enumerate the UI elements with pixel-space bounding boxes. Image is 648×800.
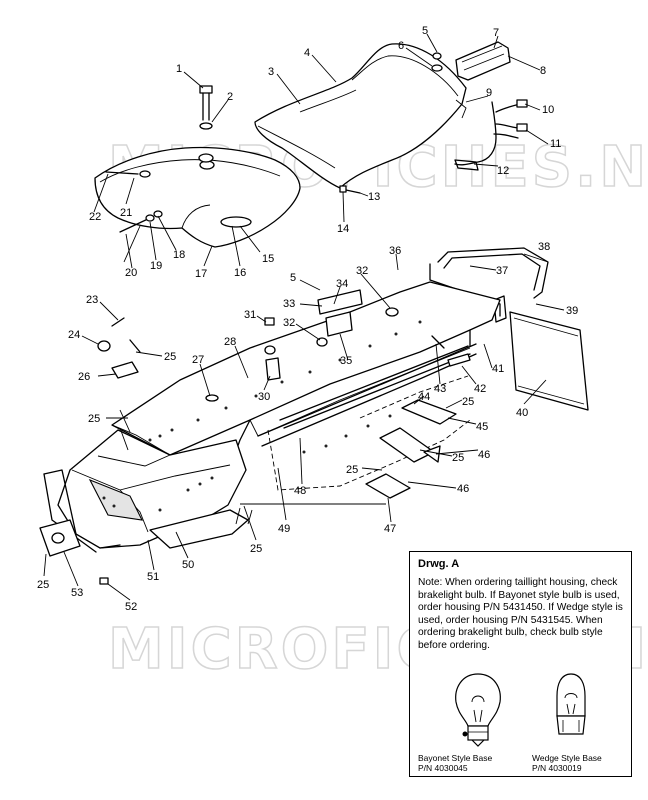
- rear-brackets: [365, 399, 457, 499]
- callout-13: 13: [368, 191, 380, 203]
- callout-25-c: 25: [462, 396, 474, 408]
- callout-25-e: 25: [346, 464, 358, 476]
- callout-5: 5: [422, 25, 428, 37]
- callout-25-a: 25: [164, 351, 176, 363]
- leader-lines: [43, 33, 565, 601]
- callout-3: 3: [268, 66, 274, 78]
- callout-17: 17: [195, 268, 207, 280]
- gas-cap-assembly: [198, 85, 214, 163]
- taillight-housing: [431, 41, 511, 81]
- left-small-parts: [97, 317, 141, 379]
- callout-22: 22: [89, 211, 101, 223]
- wedge-bulb-icon: [556, 673, 586, 735]
- callout-25-f: 25: [250, 543, 262, 555]
- callout-25-d: 25: [452, 452, 464, 464]
- callout-5-b: 5: [290, 272, 296, 284]
- callout-26: 26: [78, 371, 90, 383]
- callout-6: 6: [398, 40, 404, 52]
- callout-15: 15: [262, 253, 274, 265]
- bayonet-bulb-icon: [455, 673, 501, 747]
- callout-51: 51: [147, 571, 159, 583]
- wedge-caption: Wedge Style Base P/N 4030019: [532, 753, 602, 773]
- seat: [254, 43, 467, 189]
- tank-hardware: [105, 170, 163, 233]
- callout-45: 45: [476, 421, 488, 433]
- drawing-a-title: Drwg. A: [418, 558, 460, 570]
- callout-24: 24: [68, 329, 80, 341]
- callout-42: 42: [474, 383, 486, 395]
- front-hitch: [39, 519, 109, 585]
- callout-11: 11: [550, 138, 561, 150]
- mount-brackets: [205, 289, 399, 402]
- callout-33: 33: [283, 298, 295, 310]
- callout-31: 31: [244, 309, 256, 321]
- callout-23: 23: [86, 294, 98, 306]
- callout-1: 1: [176, 63, 182, 75]
- callout-39: 39: [566, 305, 578, 317]
- callout-10: 10: [542, 104, 554, 116]
- callout-30: 30: [258, 391, 270, 403]
- callout-14: 14: [337, 223, 349, 235]
- callout-43: 43: [434, 383, 446, 395]
- callout-41: 41: [492, 363, 504, 375]
- callout-48: 48: [294, 485, 306, 497]
- wedge-label: Wedge Style Base: [532, 753, 602, 763]
- bayonet-pn: P/N 4030045: [418, 763, 468, 773]
- callout-50: 50: [182, 559, 194, 571]
- wire-harness: [454, 99, 528, 171]
- drawing-a-note: Note: When ordering taillight housing, c…: [418, 577, 623, 651]
- callout-16: 16: [234, 267, 246, 279]
- callout-7: 7: [493, 27, 499, 39]
- wedge-pn: P/N 4030019: [532, 763, 582, 773]
- callout-9: 9: [486, 87, 492, 99]
- callout-32-b: 32: [356, 265, 368, 277]
- snow-flap: [509, 311, 589, 411]
- callout-53: 53: [71, 587, 83, 599]
- callout-32-a: 32: [283, 317, 295, 329]
- callout-8: 8: [540, 65, 546, 77]
- callout-12: 12: [497, 165, 509, 177]
- callout-47: 47: [384, 523, 396, 535]
- callout-35: 35: [340, 355, 352, 367]
- callout-37: 37: [496, 265, 508, 277]
- callout-numbers: 1 2 3 4 5 6 7 8 9 10 11 12 13 14 15 16 1…: [37, 25, 578, 613]
- callout-25-b: 25: [88, 413, 100, 425]
- callout-20: 20: [125, 267, 137, 279]
- callout-4: 4: [304, 47, 310, 59]
- callout-46-a: 46: [478, 449, 490, 461]
- callout-44: 44: [418, 391, 430, 403]
- callout-2: 2: [227, 91, 233, 103]
- callout-36: 36: [389, 245, 401, 257]
- callout-38: 38: [538, 241, 550, 253]
- callout-27: 27: [192, 354, 204, 366]
- callout-18: 18: [173, 249, 185, 261]
- callout-25-g: 25: [37, 579, 49, 591]
- callout-49: 49: [278, 523, 290, 535]
- chassis-tunnel: [43, 281, 501, 553]
- callout-40: 40: [516, 407, 528, 419]
- callout-28: 28: [224, 336, 236, 348]
- callout-19: 19: [150, 260, 162, 272]
- rivet-holes: [102, 320, 422, 512]
- callout-52: 52: [125, 601, 137, 613]
- callout-21: 21: [120, 207, 132, 219]
- callout-34: 34: [336, 278, 348, 290]
- callout-46-b: 46: [457, 483, 469, 495]
- bayonet-label: Bayonet Style Base: [418, 753, 493, 763]
- fuel-tank: [94, 146, 301, 248]
- drawing-a-box: Drwg. A Note: When ordering taillight ho…: [409, 551, 632, 777]
- bayonet-caption: Bayonet Style Base P/N 4030045: [418, 753, 492, 773]
